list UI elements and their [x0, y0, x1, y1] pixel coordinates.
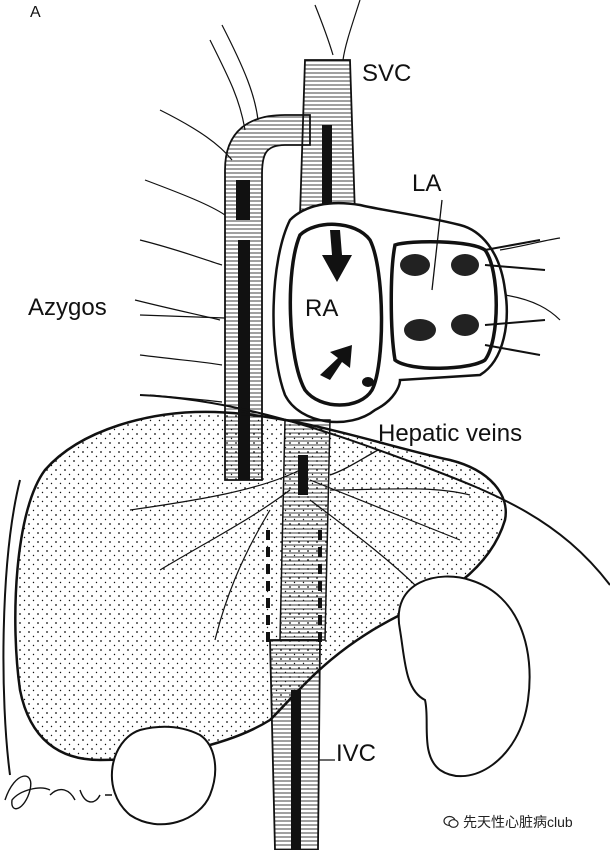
nerve-fibers — [134, 0, 561, 403]
panel-label: A — [30, 4, 41, 21]
right-atrium — [288, 222, 384, 407]
watermark: 先天性心脏病club — [443, 812, 573, 832]
watermark-text: 先天性心脏病club — [463, 814, 573, 830]
kidneys — [110, 575, 531, 826]
ivc-vessel — [269, 419, 331, 851]
heart — [272, 201, 546, 424]
down-arrow — [322, 230, 352, 282]
wechat-icon — [443, 815, 459, 828]
signature-mark — [4, 775, 112, 810]
label-hepatic-veins: Hepatic veins — [378, 420, 523, 447]
leader-lines — [139, 199, 443, 761]
label-la: LA — [412, 170, 442, 197]
label-ra: RA — [305, 295, 339, 322]
svc-vessel — [299, 59, 356, 216]
label-ivc: IVC — [336, 740, 377, 767]
label-azygos: Azygos — [28, 294, 107, 321]
up-arrow — [320, 345, 352, 380]
label-svc: SVC — [362, 60, 412, 87]
